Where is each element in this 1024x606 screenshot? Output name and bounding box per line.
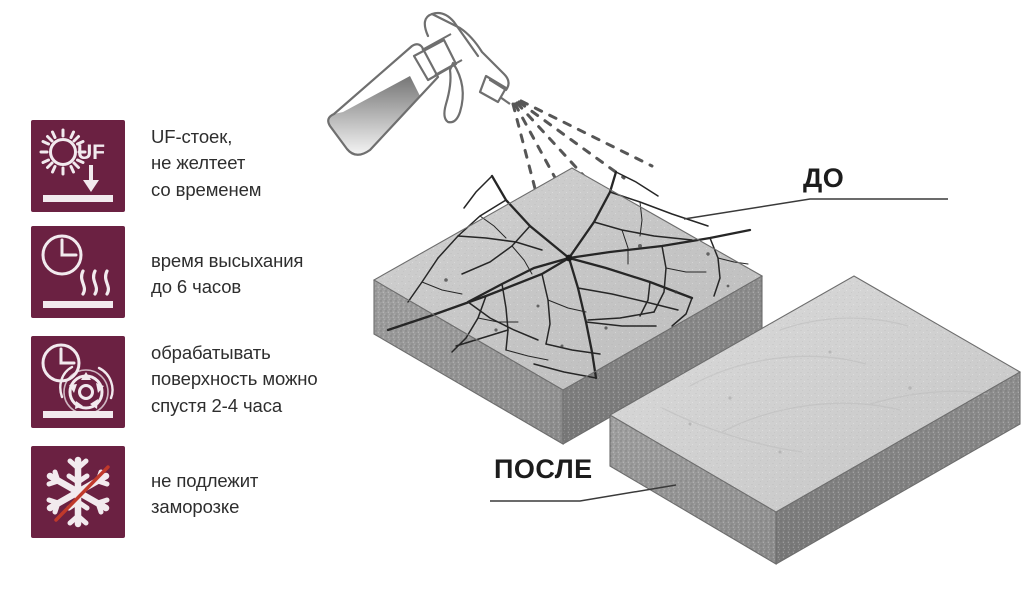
- feature-item-no-freeze: не подлежит заморозке: [31, 446, 258, 538]
- clock-drying-icon: [31, 226, 125, 318]
- callout-label-before: ДО: [803, 163, 845, 193]
- callout-leader-after: [490, 484, 677, 502]
- no-freeze-snowflake-icon: [31, 446, 125, 538]
- smooth-concrete-slab: [608, 275, 1022, 565]
- feature-label-uv: UF-стоек, не желтеет со временем: [151, 126, 262, 200]
- callout-label-after: ПОСЛЕ: [494, 454, 593, 484]
- strike-through-line: [54, 465, 110, 522]
- concrete-slab-illustration: [310, 0, 1024, 606]
- aggregate-specks: [688, 350, 972, 454]
- aggregate-specks: [444, 244, 730, 348]
- feature-list: UF UF-стоек, не желтеет со временем: [0, 0, 350, 606]
- callout-leader-before: [683, 198, 948, 220]
- crack-network: [386, 170, 752, 380]
- feature-label-drying-time: время высыхания до 6 часов: [151, 250, 304, 298]
- cracked-concrete-slab: [372, 167, 764, 445]
- surface-mottling: [661, 317, 989, 453]
- spray-bottle-icon: [327, 11, 511, 156]
- uv-sun-icon: UF: [31, 120, 125, 212]
- clock-wheel-icon: [31, 336, 125, 428]
- feature-label-traffic-time: обрабатывать поверхность можно спустя 2-…: [151, 342, 318, 416]
- uv-text: UF: [77, 141, 105, 164]
- feature-item-drying-time: время высыхания до 6 часов: [31, 226, 303, 318]
- feature-item-traffic-time: обрабатывать поверхность можно спустя 2-…: [31, 336, 318, 428]
- feature-item-uv: UF UF-стоек, не желтеет со временем: [31, 120, 262, 212]
- feature-label-no-freeze: не подлежит заморозке: [151, 470, 259, 518]
